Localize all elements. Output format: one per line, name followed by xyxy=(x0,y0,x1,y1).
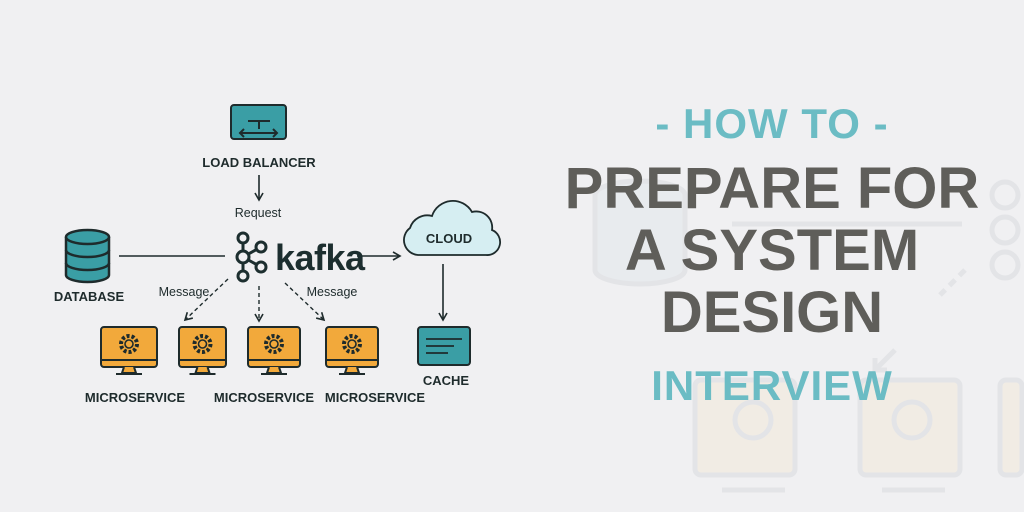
headline-design: DESIGN xyxy=(660,280,884,345)
headline-how-to: - HOW TO - xyxy=(655,100,889,147)
kafka-wordmark: kafka xyxy=(275,237,365,278)
kafka-logo-icon xyxy=(235,231,268,283)
message-label-right: Message xyxy=(306,285,358,299)
message-arrow-right xyxy=(284,282,326,322)
database-label: DATABASE xyxy=(53,289,125,304)
load-balancer-label: LOAD BALANCER xyxy=(202,155,316,170)
message-label-left: Message xyxy=(158,285,210,299)
request-label: Request xyxy=(234,206,282,220)
microservice-monitor-icon xyxy=(178,326,227,375)
headline-prepare-for: PREPARE FOR xyxy=(564,156,980,221)
microservice-monitor-icon xyxy=(247,326,301,375)
microservice-label-3: MICROSERVICE xyxy=(324,390,426,405)
microservice-monitor-icon xyxy=(100,326,158,375)
cache-icon xyxy=(417,326,471,366)
microservice-monitor-icon xyxy=(325,326,379,375)
database-icon xyxy=(64,228,111,284)
load-balancer-icon xyxy=(230,104,287,140)
headline-a-system: A SYSTEM xyxy=(624,218,920,283)
microservice-label-1: MICROSERVICE xyxy=(84,390,186,405)
cache-label: CACHE xyxy=(422,373,470,388)
cloud-label: CLOUD xyxy=(425,231,473,246)
cloud-icon xyxy=(403,200,501,256)
message-arrow-left xyxy=(183,278,229,322)
headline-interview: INTERVIEW xyxy=(651,362,893,409)
microservice-label-2: MICROSERVICE xyxy=(213,390,315,405)
